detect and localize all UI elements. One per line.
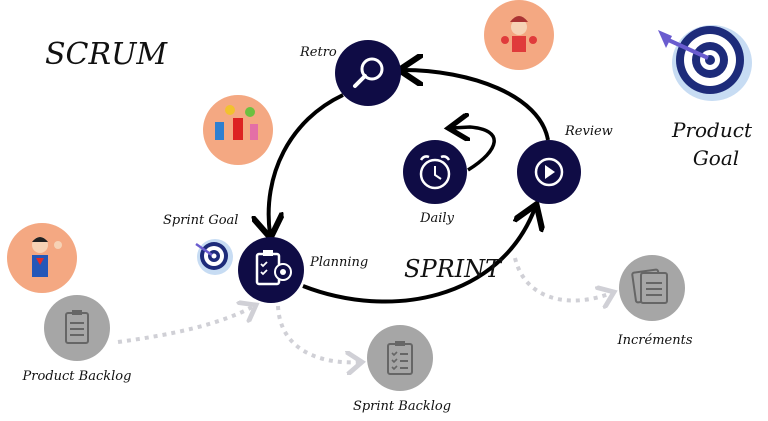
magnifier-icon	[353, 57, 384, 88]
arrow-daily-loop	[452, 127, 496, 172]
team-avatar	[203, 95, 273, 165]
product-backlog-label: Product Backlog	[22, 369, 132, 384]
superman-avatar	[7, 223, 77, 293]
increments-label: Incréments	[617, 333, 693, 348]
dotted-arrow-backlog-to-planning	[117, 305, 256, 344]
clipboard-icon	[65, 310, 89, 344]
alarm-clock-icon	[419, 155, 451, 190]
increments-node[interactable]	[619, 255, 685, 321]
product-goal-label-line2: Goal	[693, 146, 739, 170]
arrow-review-to-retro	[403, 70, 550, 141]
sprint-backlog-label: Sprint Backlog	[353, 399, 451, 414]
sprint-goal-label: Sprint Goal	[163, 213, 238, 228]
review-node[interactable]	[517, 140, 581, 204]
daily-node[interactable]	[403, 140, 467, 204]
arrow-planning-to-review	[302, 208, 535, 304]
daily-label: Daily	[419, 211, 454, 226]
sprint-label: SPRINT	[404, 255, 503, 283]
checklist-icon	[387, 341, 413, 375]
product-goal-label-line1: Product	[671, 118, 753, 142]
diagram-title: SCRUM	[45, 37, 168, 72]
sprint-goal-target-icon	[195, 239, 233, 275]
planning-label: Planning	[309, 255, 368, 270]
planning-node[interactable]	[238, 237, 304, 303]
notes-icon	[631, 268, 668, 304]
product-backlog-node[interactable]	[44, 295, 110, 361]
product-goal-target-icon	[658, 25, 752, 101]
review-label: Review	[564, 124, 613, 139]
dotted-arrow-review-to-increments	[513, 257, 614, 301]
play-icon	[534, 157, 564, 187]
clipboard-target-icon	[255, 250, 292, 286]
sprint-backlog-node[interactable]	[367, 325, 433, 391]
retro-label: Retro	[299, 45, 337, 60]
arrow-retro-to-planning	[269, 93, 344, 234]
hero-girl-avatar	[484, 0, 554, 70]
dotted-arrow-planning-to-sprint-backlog	[276, 305, 362, 362]
retro-node[interactable]	[335, 40, 401, 106]
